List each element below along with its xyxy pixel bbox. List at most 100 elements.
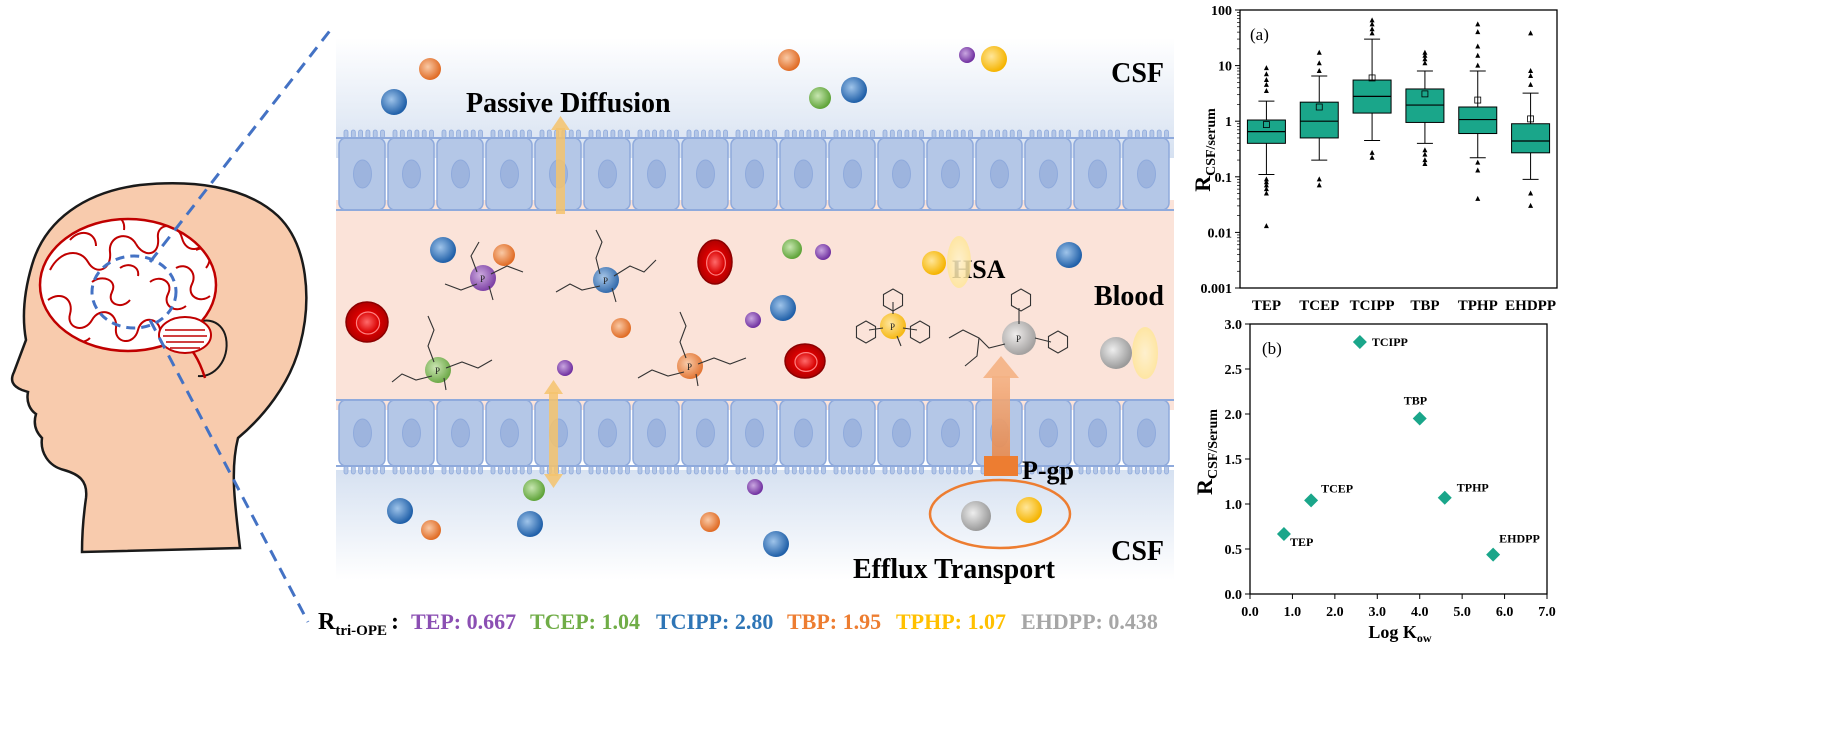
point-label-tbp: TBP [1404, 394, 1427, 408]
ratio-tcipp: TCIPP: 2.80 [656, 609, 773, 634]
head-illustration [10, 27, 334, 623]
microvillus [603, 465, 608, 475]
microvillus [576, 129, 581, 139]
microvillus [637, 129, 643, 139]
outlier [1528, 190, 1534, 196]
molecule-phosphorus: P [687, 362, 692, 372]
microvillus [539, 129, 545, 139]
microvillus [358, 465, 364, 475]
x-tick-label: EHDPP [1505, 298, 1556, 314]
mean-marker [1315, 103, 1323, 111]
epithelial-cell [338, 129, 386, 211]
cell-nucleus [941, 159, 960, 189]
outlier [1263, 65, 1269, 71]
y-axis-label: RCSF/Serum [1192, 409, 1221, 495]
pgp-label: P-gp [1022, 456, 1074, 485]
particle-tcep [809, 87, 831, 109]
microvillus [568, 465, 574, 475]
molecule-tep: P [444, 241, 524, 301]
outlier [1263, 223, 1269, 229]
x-tick-label: 0.0 [1241, 605, 1259, 620]
microvillus [497, 465, 503, 475]
panel-label: (a) [1250, 25, 1269, 44]
cell-nucleus [745, 418, 764, 448]
epithelial-cell [387, 129, 435, 211]
microvillus [350, 465, 356, 475]
outlier [1263, 179, 1269, 185]
microvillus [813, 465, 819, 475]
plot-frame [1249, 323, 1548, 595]
microvillus [764, 465, 770, 475]
cell-nucleus [402, 418, 421, 448]
cell-nucleus [647, 418, 666, 448]
molecule-tbp: P [637, 311, 747, 387]
red-blood-cell [697, 239, 733, 285]
x-tick-label: TPHP [1458, 298, 1498, 314]
microvillus [953, 129, 959, 139]
microvillus [784, 465, 790, 475]
microvillus [904, 129, 910, 139]
box-tphp [1458, 21, 1498, 201]
microvillus [1051, 129, 1057, 139]
microvillus [448, 465, 454, 475]
molecule-chain [896, 335, 902, 347]
molecule-chain [555, 283, 601, 293]
particle-tep [745, 312, 761, 328]
cell-nucleus [892, 418, 911, 448]
microvillus [833, 465, 839, 475]
microvillus [1066, 129, 1071, 139]
epithelial-cell [583, 399, 631, 475]
outlier [1422, 56, 1428, 62]
microvillus [595, 129, 601, 139]
cell-nucleus [500, 159, 519, 189]
microvillus [911, 465, 917, 475]
microvillus [527, 129, 532, 139]
molecule-tphp: P [868, 302, 918, 347]
particle-tcipp [770, 295, 796, 321]
microvillus [343, 129, 349, 139]
brain-fold [47, 295, 118, 329]
efflux-transport-label: Efflux Transport [853, 554, 1056, 585]
molecule-chain [964, 337, 980, 367]
box-tcipp [1352, 17, 1392, 160]
mean-marker [1263, 121, 1270, 128]
microvillus [1044, 129, 1049, 139]
particle-tcep [782, 239, 802, 259]
microvillus [407, 129, 413, 139]
microvillus [1017, 129, 1022, 139]
outlier [1316, 60, 1322, 66]
box-iqr [1405, 88, 1445, 123]
particle-tcipp [517, 511, 543, 537]
microvillus [470, 129, 476, 139]
microvillus [358, 129, 364, 139]
y-tick-label: 3.0 [1225, 318, 1243, 333]
outlier [1422, 52, 1428, 58]
microvillus [686, 465, 692, 475]
mean-marker [1421, 90, 1429, 98]
cell-nucleus [794, 418, 813, 448]
passive-diffusion-arrow [544, 116, 570, 488]
outlier [1475, 195, 1481, 201]
microvillus [938, 465, 944, 475]
microvillus [463, 465, 469, 475]
epithelial-cell [1024, 399, 1072, 475]
epithelial-cell [730, 129, 778, 211]
epithelial-cell [877, 129, 925, 211]
cell-nucleus [598, 418, 617, 448]
microvillus [456, 129, 462, 139]
rbc-inner [706, 250, 726, 276]
outlier [1316, 67, 1322, 73]
phenyl-ring [882, 288, 904, 312]
microvillus [806, 129, 812, 139]
outlier [1528, 30, 1534, 36]
rbc-outer [345, 301, 389, 343]
outlier [1422, 60, 1428, 66]
outlier [1263, 186, 1269, 192]
microvillus [1115, 129, 1120, 139]
rbc-inner [794, 352, 818, 372]
molecule-phosphorus: P [435, 366, 440, 376]
epithelial-cell [681, 129, 729, 211]
